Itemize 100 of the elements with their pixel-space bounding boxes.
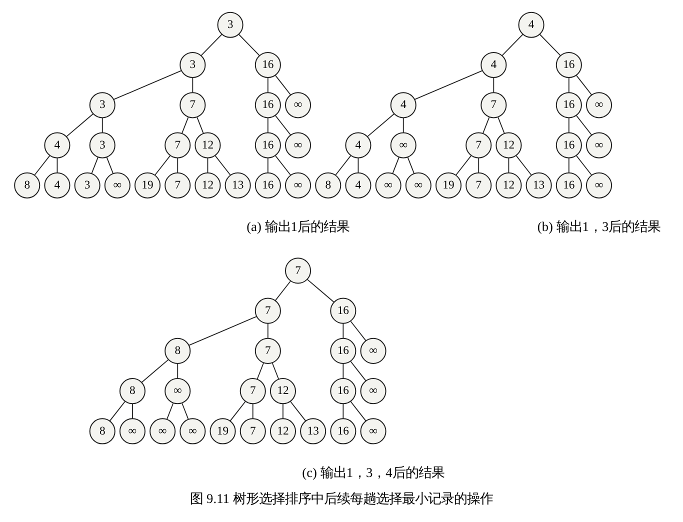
connector [493,76,494,92]
node-circle: ∞ [360,337,386,364]
connector [91,156,98,174]
connector [342,322,344,338]
connector [207,156,208,173]
node-circle: 3 [217,11,244,38]
connector [350,320,366,341]
node-circle: 7 [284,257,312,284]
node-circle: 8 [164,337,191,364]
node-circle: 3 [89,92,116,118]
connector [109,400,126,421]
connector [200,33,222,56]
connector [192,76,194,92]
connector [576,114,592,135]
label: (c) 输出1，3，4后的结果 [302,464,444,480]
node-circle: 13 [224,172,251,198]
node-circle: ∞ [164,378,191,404]
node-circle: 16 [556,92,582,118]
node-circle: 16 [254,51,281,78]
connector [113,70,182,100]
connector [516,154,532,175]
node-circle: 7 [254,297,281,324]
connector [132,402,133,418]
node-circle: 13 [526,172,552,198]
connector [402,116,404,132]
node-circle: 4 [44,132,70,158]
connector [456,154,472,175]
node-circle: 4 [390,92,416,118]
connector [414,70,483,100]
node-circle: 7 [240,378,266,404]
connector [66,112,94,137]
connector [568,156,570,173]
connector [576,74,592,95]
node-circle: 19 [435,172,462,198]
label: (b) 输出1，3后的结果 [537,218,661,234]
node-circle: 16 [330,418,356,444]
node-circle: 16 [330,378,356,404]
node-circle: 7 [164,172,191,198]
node-circle: 12 [496,172,522,198]
node-circle: 12 [270,418,296,444]
connector [230,400,246,421]
node-circle: 7 [240,418,266,444]
connector [275,74,291,95]
connector [290,400,306,421]
connector [188,316,257,346]
connector [539,33,561,56]
connector [350,360,366,381]
node-circle: ∞ [405,172,432,198]
caption: 图 9.11 树形选择排序中后续每趟选择最小记录的操作 [190,490,493,506]
node-circle: 16 [254,92,281,118]
node-circle: 7 [466,172,492,198]
connector [267,322,268,338]
node-circle: ∞ [360,418,386,444]
connector [267,156,268,173]
connector [177,156,178,173]
node-circle: 8 [89,418,116,444]
connector [392,156,400,174]
connector [576,154,592,175]
node-circle: ∞ [104,172,130,198]
connector [182,402,189,420]
node-circle: 7 [466,132,492,158]
node-circle: 16 [330,337,356,364]
connector [274,280,291,300]
connector [306,278,334,302]
connector [106,156,114,174]
node-circle: 3 [74,172,100,198]
node-circle: 12 [496,132,522,158]
connector [34,154,50,175]
connector [182,116,189,134]
connector [502,33,524,56]
node-circle: 19 [210,418,236,444]
node-circle: 16 [556,132,582,158]
connector [275,154,291,175]
node-circle: 8 [14,172,40,198]
node-circle: ∞ [284,132,312,158]
connector [350,400,366,421]
connector [498,116,505,134]
connector [256,362,264,380]
connector [366,112,395,137]
node-circle: ∞ [284,172,312,198]
connector [267,116,268,132]
connector [568,116,570,132]
node-circle: ∞ [119,418,146,444]
node-circle: 16 [330,297,356,324]
node-circle: 3 [180,51,206,78]
node-circle: 8 [119,378,146,404]
connector [177,362,178,378]
connector [342,402,344,418]
node-circle: 16 [556,172,582,198]
node-circle: 16 [254,172,281,198]
node-circle: ∞ [586,92,612,118]
connector [238,33,260,56]
connector [482,116,490,134]
connector [267,76,268,92]
connector [56,156,58,173]
node-circle: 4 [480,51,507,78]
node-circle: ∞ [586,172,612,198]
connector [342,362,344,378]
connector [407,156,415,174]
connector [335,154,352,175]
